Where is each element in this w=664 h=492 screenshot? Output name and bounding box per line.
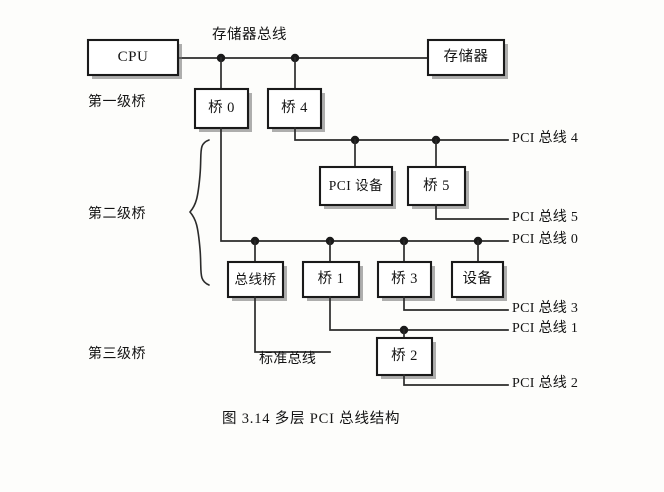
wire-bridge4-to-pcibus4 — [294, 127, 509, 141]
box-bridge-4[interactable]: 桥 4 — [281, 100, 308, 117]
bus-label-pci-bus-2: PCI 总线 2 — [512, 376, 579, 391]
box-cpu-shape — [86, 38, 182, 79]
bus-label-pci-bus-1: PCI 总线 1 — [512, 321, 579, 336]
box-bridge-4-shape — [266, 87, 325, 132]
bus-label-pci-bus-5: PCI 总线 5 — [512, 210, 579, 225]
box-bridge-5-shape — [406, 165, 469, 209]
box-bridge-1-shape — [301, 260, 363, 301]
box-bus-bridge-shape — [226, 260, 287, 301]
level-label-second: 第二级桥 — [88, 207, 146, 222]
box-bridge-3[interactable]: 桥 3 — [391, 271, 418, 288]
wire-bridge0-to-pcibus0 — [220, 127, 509, 242]
box-bridge-3-shape — [376, 260, 435, 301]
bus-label-pci-bus-0: PCI 总线 0 — [512, 232, 579, 247]
memory-bus-title: 存储器总线 — [212, 27, 287, 43]
box-pci-device-shape — [318, 165, 396, 209]
bus-label-pci-bus-4: PCI 总线 4 — [512, 131, 579, 146]
level-label-third: 第三级桥 — [88, 347, 146, 362]
box-memory-shape — [426, 38, 508, 79]
bus-label-standard-bus: 标准总线 — [259, 352, 317, 367]
box-bridge-2[interactable]: 桥 2 — [391, 348, 418, 365]
second-level-brace — [188, 139, 210, 286]
box-cpu[interactable]: CPU — [117, 49, 149, 65]
box-bus-bridge[interactable]: 总线桥 — [234, 271, 277, 287]
box-bridge-0-shape — [193, 87, 252, 132]
box-bridge-0[interactable]: 桥 0 — [208, 100, 235, 117]
wire-bridge3-to-pcibus3 — [403, 296, 509, 311]
box-bridge-5[interactable]: 桥 5 — [423, 177, 450, 194]
wire-bridge1-to-pcibus1 — [329, 296, 509, 331]
box-pci-device[interactable]: PCI 设备 — [328, 178, 384, 194]
figure-caption: 图 3.14 多层 PCI 总线结构 — [222, 411, 401, 427]
wire-bridge2-to-pcibus2 — [403, 374, 509, 386]
level-label-first: 第一级桥 — [88, 95, 146, 110]
box-bridge-1[interactable]: 桥 1 — [317, 271, 345, 288]
bus-label-pci-bus-3: PCI 总线 3 — [512, 301, 579, 316]
wire-busbridge-to-standardbus — [254, 296, 331, 353]
wire-bridge5-to-pcibus5 — [435, 204, 509, 220]
box-memory[interactable]: 存储器 — [443, 49, 489, 66]
box-bridge-2-shape — [375, 336, 436, 379]
box-device[interactable]: 设备 — [462, 271, 493, 288]
box-device-shape — [450, 260, 507, 301]
